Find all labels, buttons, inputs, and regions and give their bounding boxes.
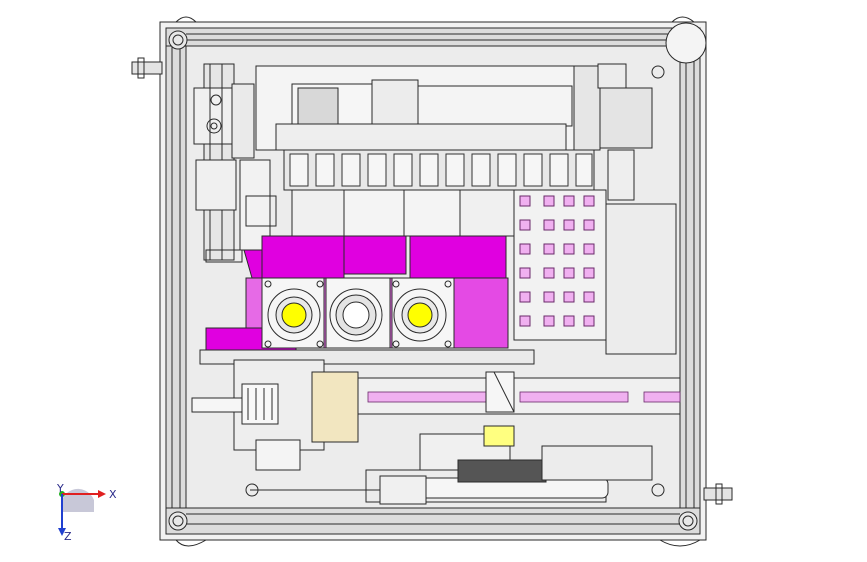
- lower-rail: [199, 349, 681, 415]
- z-axis-label: Z: [64, 530, 72, 542]
- y-axis-label: Y: [56, 482, 64, 495]
- connector-grid: [513, 189, 677, 355]
- cable-chain: [283, 149, 595, 191]
- x-axis-label: X: [109, 488, 117, 501]
- corner-bolts: [168, 16, 707, 547]
- bottom-cylinder: [245, 425, 665, 505]
- side-brackets: [131, 57, 733, 505]
- mid-plates: [291, 189, 523, 271]
- lower-left-mechanism: [191, 359, 359, 471]
- lens-housings: [261, 277, 455, 349]
- left-linear-module: [193, 63, 277, 263]
- triad-plane: [60, 488, 94, 512]
- axis-triad: X Y Z: [56, 482, 117, 542]
